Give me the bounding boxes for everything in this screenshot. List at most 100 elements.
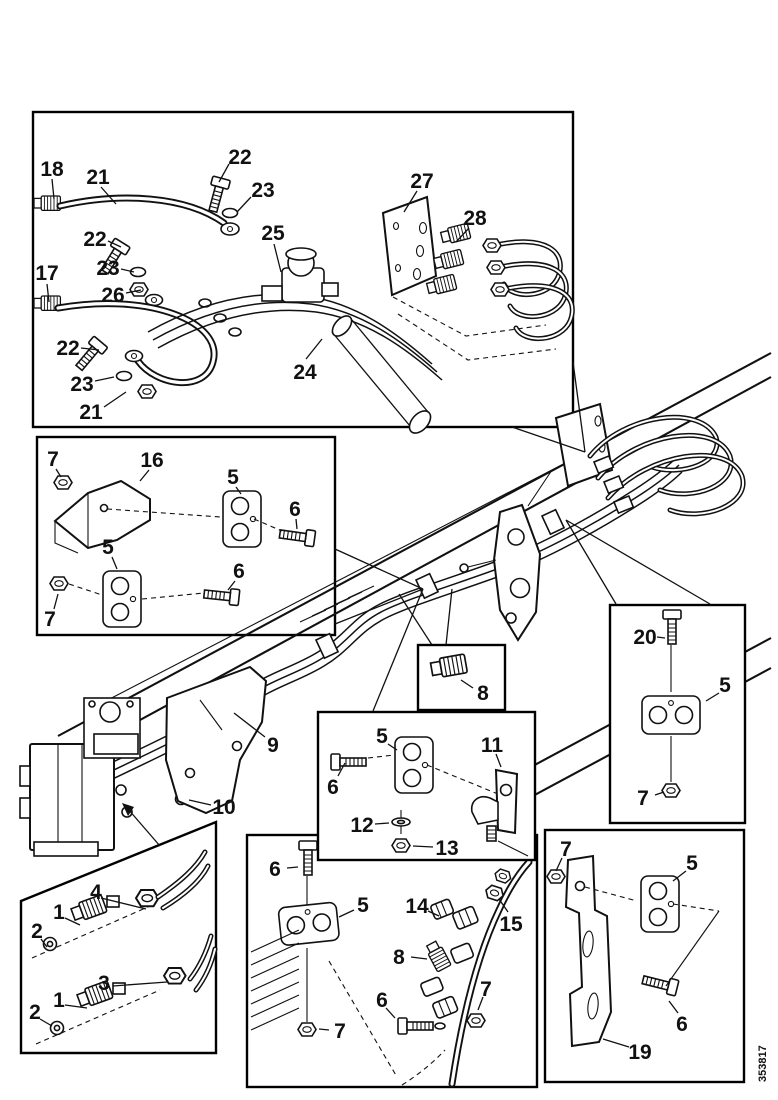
steering-cylinder: [331, 315, 432, 434]
bracket-11: [470, 768, 519, 842]
callout-box-d-8: 8: [460, 679, 489, 705]
hose-21-upper: [58, 196, 226, 225]
svg-text:23: 23: [251, 179, 274, 202]
clamp-14: [430, 898, 455, 920]
callout-box-b-6: 6: [289, 498, 301, 530]
callout-box-a-22: 22: [56, 337, 100, 360]
clamp: [450, 942, 475, 964]
callout-box-f-2: 2: [29, 1001, 53, 1027]
svg-text:7: 7: [560, 838, 572, 861]
inset-box-adapter-fitting: [416, 643, 507, 712]
svg-text:6: 6: [327, 776, 339, 799]
svg-text:1: 1: [53, 901, 65, 924]
svg-text:9: 9: [267, 734, 279, 757]
svg-text:27: 27: [410, 170, 433, 193]
mounting-plate-27: [381, 195, 438, 297]
callout-box-b-7: 7: [47, 448, 62, 478]
callout-box-e-6: 6: [327, 762, 346, 799]
strap-bracket-19: [564, 854, 613, 1048]
rail-clamp: [414, 572, 440, 600]
callout-box-g-14: 14: [405, 895, 440, 918]
svg-text:23: 23: [70, 373, 93, 396]
main-assembly-view: [19, 352, 772, 857]
callout-box-f-3: 3: [98, 972, 168, 995]
rail-clamp: [314, 632, 340, 660]
nut-7: [297, 1022, 317, 1037]
callout-box-c-20: 20: [633, 626, 666, 649]
svg-text:19: 19: [628, 1041, 651, 1064]
svg-text:7: 7: [44, 608, 56, 631]
callout-box-a-23: 23: [236, 179, 275, 213]
svg-text:5: 5: [719, 674, 731, 697]
svg-text:12: 12: [350, 814, 373, 837]
valve-manifold: [261, 247, 339, 303]
svg-text:4: 4: [90, 881, 102, 904]
svg-text:11: 11: [481, 734, 504, 757]
washer-12: [391, 810, 411, 834]
callout-box-g-8: 8: [393, 946, 428, 969]
svg-text:5: 5: [686, 852, 698, 875]
callout-box-b-6: 6: [227, 560, 245, 591]
svg-text:6: 6: [269, 858, 281, 881]
nut: [137, 384, 157, 399]
svg-text:8: 8: [477, 682, 489, 705]
callout-box-c-5: 5: [705, 674, 731, 702]
inset-box-rail-clamp: [608, 603, 747, 825]
callout-box-a-28: 28: [455, 207, 487, 243]
callout-box-a-21: 21: [79, 391, 127, 424]
svg-text:7: 7: [47, 448, 59, 471]
callout-main-10: 10: [188, 796, 236, 819]
callout-box-h-6: 6: [668, 1000, 688, 1036]
svg-text:15: 15: [499, 913, 523, 936]
svg-text:10: 10: [212, 796, 235, 819]
svg-text:21: 21: [86, 166, 110, 189]
callout-box-g-7: 7: [318, 1020, 346, 1043]
svg-text:5: 5: [102, 536, 114, 559]
svg-text:24: 24: [293, 361, 317, 384]
callout-box-e-5: 5: [376, 725, 398, 751]
callout-box-f-2: 2: [31, 920, 48, 948]
detail-pointer-lines: [334, 361, 711, 712]
callout-box-b-16: 16: [139, 449, 164, 482]
callout-box-a-25: 25: [261, 222, 285, 273]
callout-box-a-18: 18: [40, 158, 64, 200]
callout-box-h-7: 7: [555, 838, 572, 872]
callout-box-a-26: 26: [101, 284, 142, 307]
callout-box-a-23: 23: [96, 257, 135, 280]
callout-box-a-27: 27: [403, 170, 434, 213]
lever-linkage: [459, 469, 553, 642]
callout-box-c-7: 7: [637, 787, 665, 810]
callout-box-a-17: 17: [35, 262, 59, 303]
svg-text:7: 7: [637, 787, 649, 810]
callout-box-b-7: 7: [44, 593, 59, 631]
callout-box-g-6: 6: [376, 989, 396, 1019]
rail-clamp: [540, 508, 566, 536]
callout-main-9: 9: [233, 712, 279, 757]
pointer-arrowhead: [122, 803, 134, 816]
svg-text:20: 20: [633, 626, 656, 649]
callout-box-h-5: 5: [672, 852, 698, 882]
svg-text:5: 5: [376, 725, 388, 748]
callout-box-g-5: 5: [338, 894, 369, 918]
clamp-half: [432, 995, 459, 1019]
svg-text:13: 13: [435, 837, 458, 860]
svg-text:18: 18: [40, 158, 64, 181]
nut-3: [163, 967, 187, 985]
nut-7: [466, 1013, 486, 1028]
nut-26: [129, 282, 149, 297]
svg-text:17: 17: [35, 262, 58, 285]
nut-7: [546, 869, 566, 884]
svg-text:5: 5: [227, 466, 239, 489]
elbow-hoses-24: [482, 238, 575, 342]
callout-box-a-21: 21: [86, 166, 117, 205]
return-hose: [450, 860, 531, 1086]
svg-text:2: 2: [29, 1001, 41, 1024]
svg-text:6: 6: [376, 989, 388, 1012]
callout-box-e-12: 12: [350, 814, 390, 837]
svg-text:22: 22: [56, 337, 79, 360]
clamp-block-5: [102, 570, 142, 628]
inset-box-hose-clamps: [245, 833, 539, 1089]
